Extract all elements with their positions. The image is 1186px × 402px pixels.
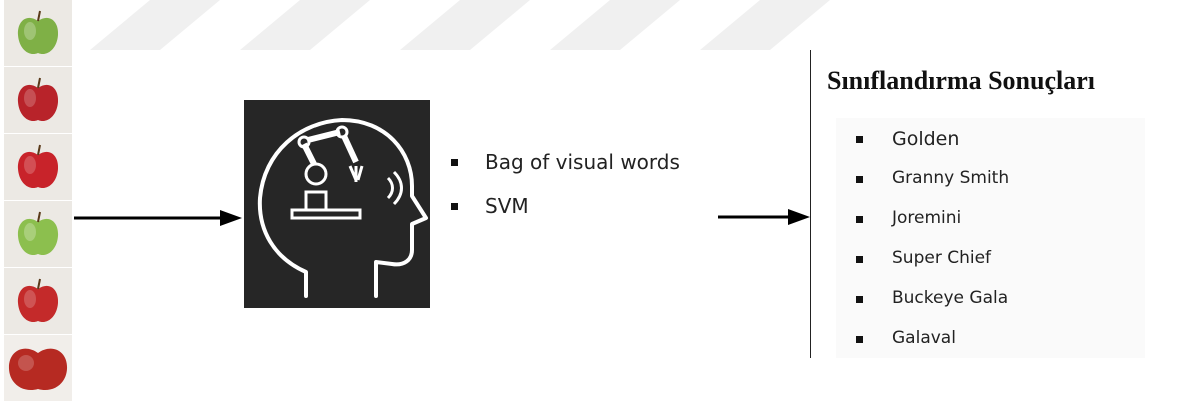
result-label: Joremini (892, 208, 962, 228)
bullet-icon (856, 336, 863, 343)
bullet-icon (856, 256, 863, 263)
method-list: Bag of visual words SVM (450, 150, 680, 238)
results-panel (836, 118, 1145, 358)
bullet-icon (856, 216, 863, 223)
result-item: Granny Smith (856, 168, 1009, 208)
green-apple-icon (17, 211, 59, 256)
result-label: Super Chief (892, 248, 992, 268)
apple-image-6 (4, 335, 72, 401)
red-apple-icon (17, 144, 59, 189)
result-item: Joremini (856, 208, 1009, 248)
red-apple-icon (17, 77, 59, 122)
bullet-icon (856, 136, 863, 143)
result-label: Buckeye Gala (892, 288, 1009, 308)
apple-image-2 (4, 67, 72, 133)
green-apple-icon (17, 10, 59, 55)
bullet-icon (451, 203, 458, 210)
results-divider (810, 50, 811, 358)
result-label: Galaval (892, 328, 956, 348)
red-apple-icon (17, 278, 59, 323)
input-arrow (74, 210, 242, 226)
result-item: Buckeye Gala (856, 288, 1009, 328)
result-item: Super Chief (856, 248, 1009, 288)
apple-image-3 (4, 134, 72, 200)
red-apple-icon (8, 348, 68, 391)
apple-image-column (4, 0, 74, 402)
watermark (90, 0, 830, 50)
output-arrow (718, 209, 810, 225)
bullet-icon (856, 296, 863, 303)
result-item: Golden (856, 128, 1009, 168)
method-label: SVM (485, 194, 529, 218)
method-label: Bag of visual words (485, 150, 680, 174)
results-title: Sınıflandırma Sonuçları (827, 66, 1095, 95)
bullet-icon (451, 159, 458, 166)
bullet-icon (856, 176, 863, 183)
apple-image-5 (4, 268, 72, 334)
result-label: Golden (892, 128, 960, 150)
result-item: Galaval (856, 328, 1009, 368)
method-item: Bag of visual words (450, 150, 680, 194)
result-label: Granny Smith (892, 168, 1010, 188)
robot-arm-head-icon (257, 118, 428, 298)
apple-image-4 (4, 201, 72, 267)
method-item: SVM (450, 194, 680, 238)
results-list: Golden Granny Smith Joremini Super Chief… (856, 128, 1009, 368)
model-icon-box (244, 100, 430, 308)
apple-image-1 (4, 0, 72, 66)
